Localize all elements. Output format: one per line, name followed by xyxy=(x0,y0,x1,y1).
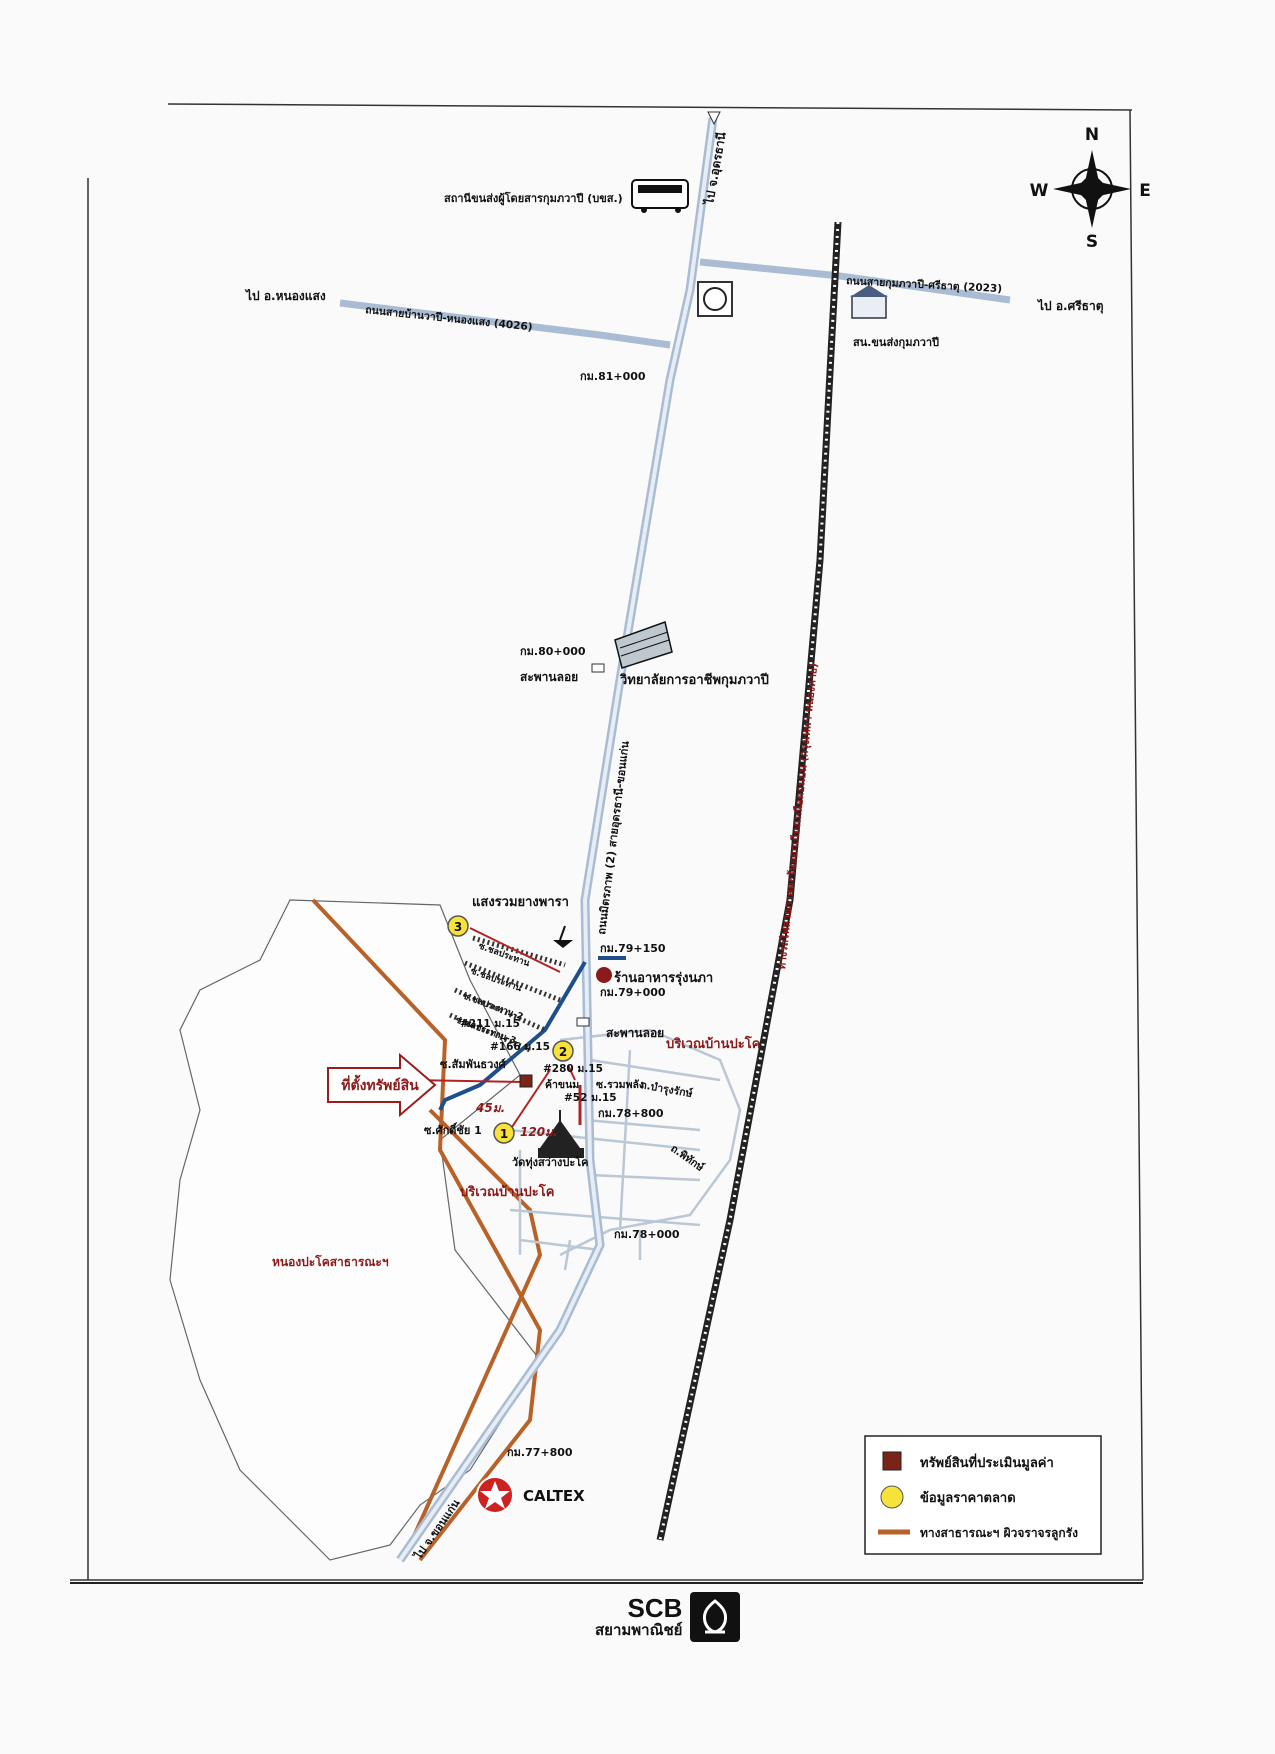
svg-text:2: 2 xyxy=(559,1045,567,1059)
soi-ruam-label: ซ.รวมพลัง xyxy=(596,1079,644,1091)
svg-text:3: 3 xyxy=(454,920,462,934)
to-si-that-label: ไป อ.ศรีธาตุ xyxy=(1036,298,1104,314)
bus-icon xyxy=(631,179,689,213)
road-bamrung-label: ถ.บำรุงรักษ์ xyxy=(639,1078,693,1101)
scb-logo-icon xyxy=(690,1592,741,1642)
property-sign-label: ที่ตั้งทรัพย์สิน xyxy=(341,1074,419,1094)
market-point-1: 1 xyxy=(493,1122,515,1144)
address-211-label: #211 ม.15 xyxy=(460,1018,520,1030)
lake-label: หนองปะโคสาธารณะฯ xyxy=(272,1254,389,1269)
lake-outline xyxy=(169,899,541,1561)
area-label-1: บริเวณบ้านปะโค xyxy=(666,1035,760,1052)
arrow-icon xyxy=(707,111,721,126)
market-point-2: 2 xyxy=(552,1040,574,1062)
soi-sakdi-label: ซ.ศักดิ์ชัย 1 xyxy=(424,1122,482,1137)
distance-120-label: 120ม. xyxy=(520,1125,558,1139)
km-81-label: กม.81+000 xyxy=(580,370,646,383)
village-streets xyxy=(509,1028,742,1271)
km-78-label: กม.78+000 xyxy=(614,1228,680,1241)
railway-label: ทางรถไฟสายภาคตะวันออกเฉียงเหนือตอนบน (กร… xyxy=(775,662,821,970)
college-building-icon xyxy=(614,621,673,669)
km-79-label: กม.79+000 xyxy=(600,986,666,999)
dirt-road-2 xyxy=(408,1108,543,1546)
soi-label-2: ซ.ชลประทาน xyxy=(469,965,524,994)
compass-west-label: W xyxy=(1030,181,1049,201)
km-80-label: กม.80+000 xyxy=(520,645,586,658)
scb-logo: SCB สยามพาณิชย์ xyxy=(595,1592,741,1642)
market-point-3: 3 xyxy=(447,915,469,937)
distance-45-label: 45ม. xyxy=(475,1101,505,1115)
temple-label: วัดทุ่งสว่างปะโค xyxy=(512,1155,589,1170)
frame-right xyxy=(1129,109,1144,1581)
area-label-2: บริเวณบ้านปะโค xyxy=(460,1183,554,1200)
road-4026-label: ถนนสายบ้านวาปี-หนองแสง (4026) xyxy=(365,303,533,333)
district-office-label: สน.ขนส่งกุมภวาปี xyxy=(853,336,939,350)
compass-south-label: S xyxy=(1086,232,1098,252)
legend-road-label: ทางสาธารณะฯ ผิวจราจรลูกรัง xyxy=(920,1526,1078,1541)
college-label: วิทยาลัยการอาชีพกุมภวาปี xyxy=(619,672,769,688)
compass-east-label: E xyxy=(1139,181,1151,201)
caltex-logo-icon xyxy=(476,1476,514,1514)
restaurant-icon xyxy=(596,967,612,983)
km-78-800-label: กม.78+800 xyxy=(598,1107,664,1120)
km-77-800-label: กม.77+800 xyxy=(507,1446,573,1459)
highway-2-center xyxy=(398,117,715,1562)
rubber-shop-icon xyxy=(553,925,573,948)
scb-brand-thai: สยามพาณิชย์ xyxy=(595,1621,683,1639)
soi-lines xyxy=(448,935,566,1053)
address-166-label: #166 ม.15 xyxy=(490,1041,550,1053)
soi-sumphan-label: ซ.สัมพันธวงศ์ xyxy=(440,1058,507,1071)
legend-property-swatch xyxy=(882,1451,902,1471)
property-marker xyxy=(519,1074,533,1088)
access-road xyxy=(438,960,587,1111)
dirt-road-1 xyxy=(311,898,543,1562)
police-station-icon xyxy=(697,281,733,317)
legend-property-label: ทรัพย์สินที่ประเมินมูลค่า xyxy=(920,1453,1054,1471)
highway-2-label: ถนนมิตรภาพ (2) สายอุดรธานี-ขอนแก่น xyxy=(595,740,633,936)
compass-north-label: N xyxy=(1085,125,1099,145)
legend: ทรัพย์สินที่ประเมินมูลค่า ข้อมูลราคาตลาด… xyxy=(864,1435,1102,1555)
rubber-shop-label: แสงรวมยางพารา xyxy=(472,895,569,910)
address-52-label: #52 ม.15 xyxy=(564,1092,617,1104)
caltex-label: CALTEX xyxy=(523,1487,585,1505)
temple-icon xyxy=(538,1110,584,1158)
scb-text: SCB สยามพาณิชย์ xyxy=(595,1595,682,1639)
road-4026 xyxy=(339,299,671,349)
to-nong-saeng-label: ไป อ.หนองแสง xyxy=(244,288,326,303)
road-phitak-label: ถ.พิทักษ์ xyxy=(668,1142,706,1174)
compass-icon xyxy=(1053,150,1131,228)
restaurant-label: ร้านอาหารรุ่งนภา xyxy=(614,970,713,986)
footer: SCB สยามพาณิชย์ xyxy=(70,1582,1143,1682)
railway-line xyxy=(656,221,842,1541)
svg-text:1: 1 xyxy=(500,1127,508,1141)
road-2023 xyxy=(699,258,1011,304)
km-79-150-label: กม.79+150 xyxy=(600,942,666,955)
property-sign-arrow xyxy=(327,1052,437,1118)
frame-top xyxy=(167,103,1133,111)
footbridge-icon-2 xyxy=(576,1017,590,1027)
office-building-icon xyxy=(850,285,888,319)
bus-station-label: สถานีขนส่งผู้โดยสารกุมภวาปี (บขส.) xyxy=(444,191,623,206)
footbridge-icon-1 xyxy=(591,663,605,673)
shop-label: ค้าขนม xyxy=(545,1078,579,1091)
footbridge-label-1: สะพานลอย xyxy=(520,670,578,684)
scb-brand-name: SCB xyxy=(627,1593,683,1623)
footbridge-label-2: สะพานลอย xyxy=(606,1026,664,1040)
legend-market-swatch xyxy=(880,1485,904,1509)
address-280-label: #280 ม.15 xyxy=(543,1063,603,1075)
legend-market-label: ข้อมูลราคาตลาด xyxy=(920,1490,1016,1506)
